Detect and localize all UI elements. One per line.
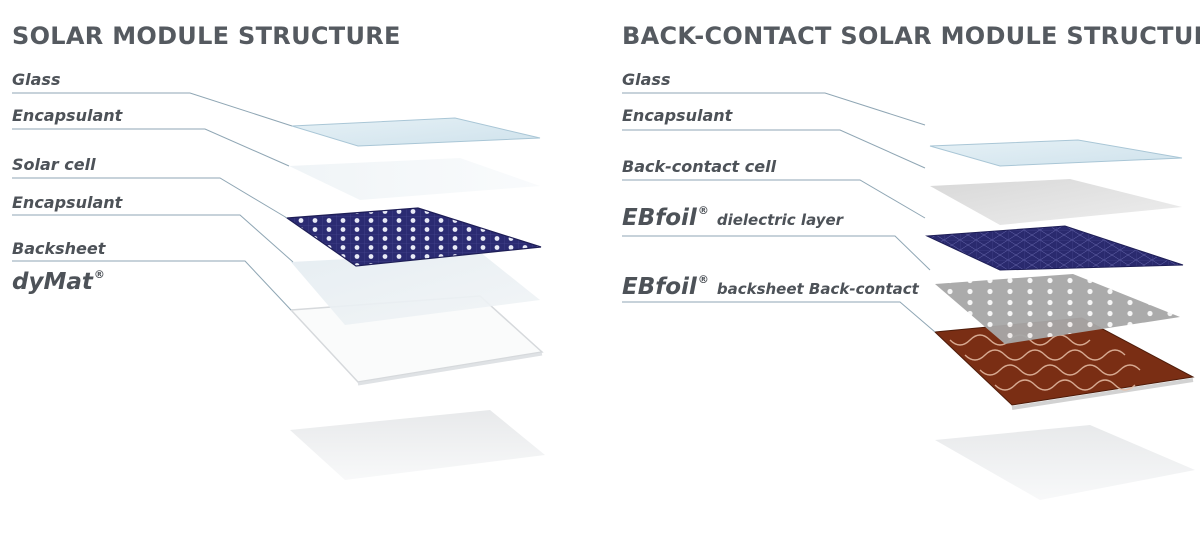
right-glass-layer [929, 139, 1183, 167]
left-encapsulant-top-layer [289, 158, 540, 200]
label-ebfoil-backsheet: EBfoil® backsheet Back-contact [622, 273, 919, 300]
label-back-contact-cell: Back-contact cell [622, 157, 777, 176]
registered-mark: ® [93, 268, 105, 281]
label-glass: Glass [12, 70, 61, 89]
brand-ebfoil: EBfoil [622, 274, 697, 300]
left-solar-cell-layer [285, 207, 542, 267]
brand-ebfoil: EBfoil [622, 205, 697, 231]
left-stack-shadow [290, 410, 545, 480]
label-backsheet: Backsheet [12, 239, 106, 258]
label-encapsulant-top: Encapsulant [12, 106, 123, 125]
right-stack-shadow [935, 425, 1195, 500]
dielectric-layer-text: dielectric layer [716, 211, 844, 229]
left-glass-layer [291, 117, 541, 147]
right-back-contact-cell-layer [925, 225, 1184, 271]
label-encapsulant-right: Encapsulant [622, 106, 733, 125]
left-diagram-title: SOLAR MODULE STRUCTURE [12, 22, 401, 50]
left-encapsulant-bottom-layer [291, 252, 540, 325]
product-name-dymat: dyMat [12, 269, 93, 295]
backsheet-back-contact-text: backsheet Back-contact [716, 280, 919, 298]
right-encapsulant-layer [930, 179, 1182, 225]
left-leader-lines [12, 92, 294, 311]
label-ebfoil-dielectric: EBfoil® dielectric layer [622, 204, 844, 231]
label-solar-cell: Solar cell [12, 155, 96, 174]
label-encapsulant-bottom: Encapsulant [12, 193, 123, 212]
registered-mark: ® [697, 204, 709, 217]
label-backsheet-product: dyMat® [12, 268, 105, 295]
registered-mark: ® [697, 273, 709, 286]
right-dielectric-layer [935, 274, 1180, 344]
right-leader-lines [622, 92, 936, 333]
label-glass-right: Glass [622, 70, 671, 89]
right-diagram-title: BACK-CONTACT SOLAR MODULE STRUCTURE [622, 22, 1200, 50]
